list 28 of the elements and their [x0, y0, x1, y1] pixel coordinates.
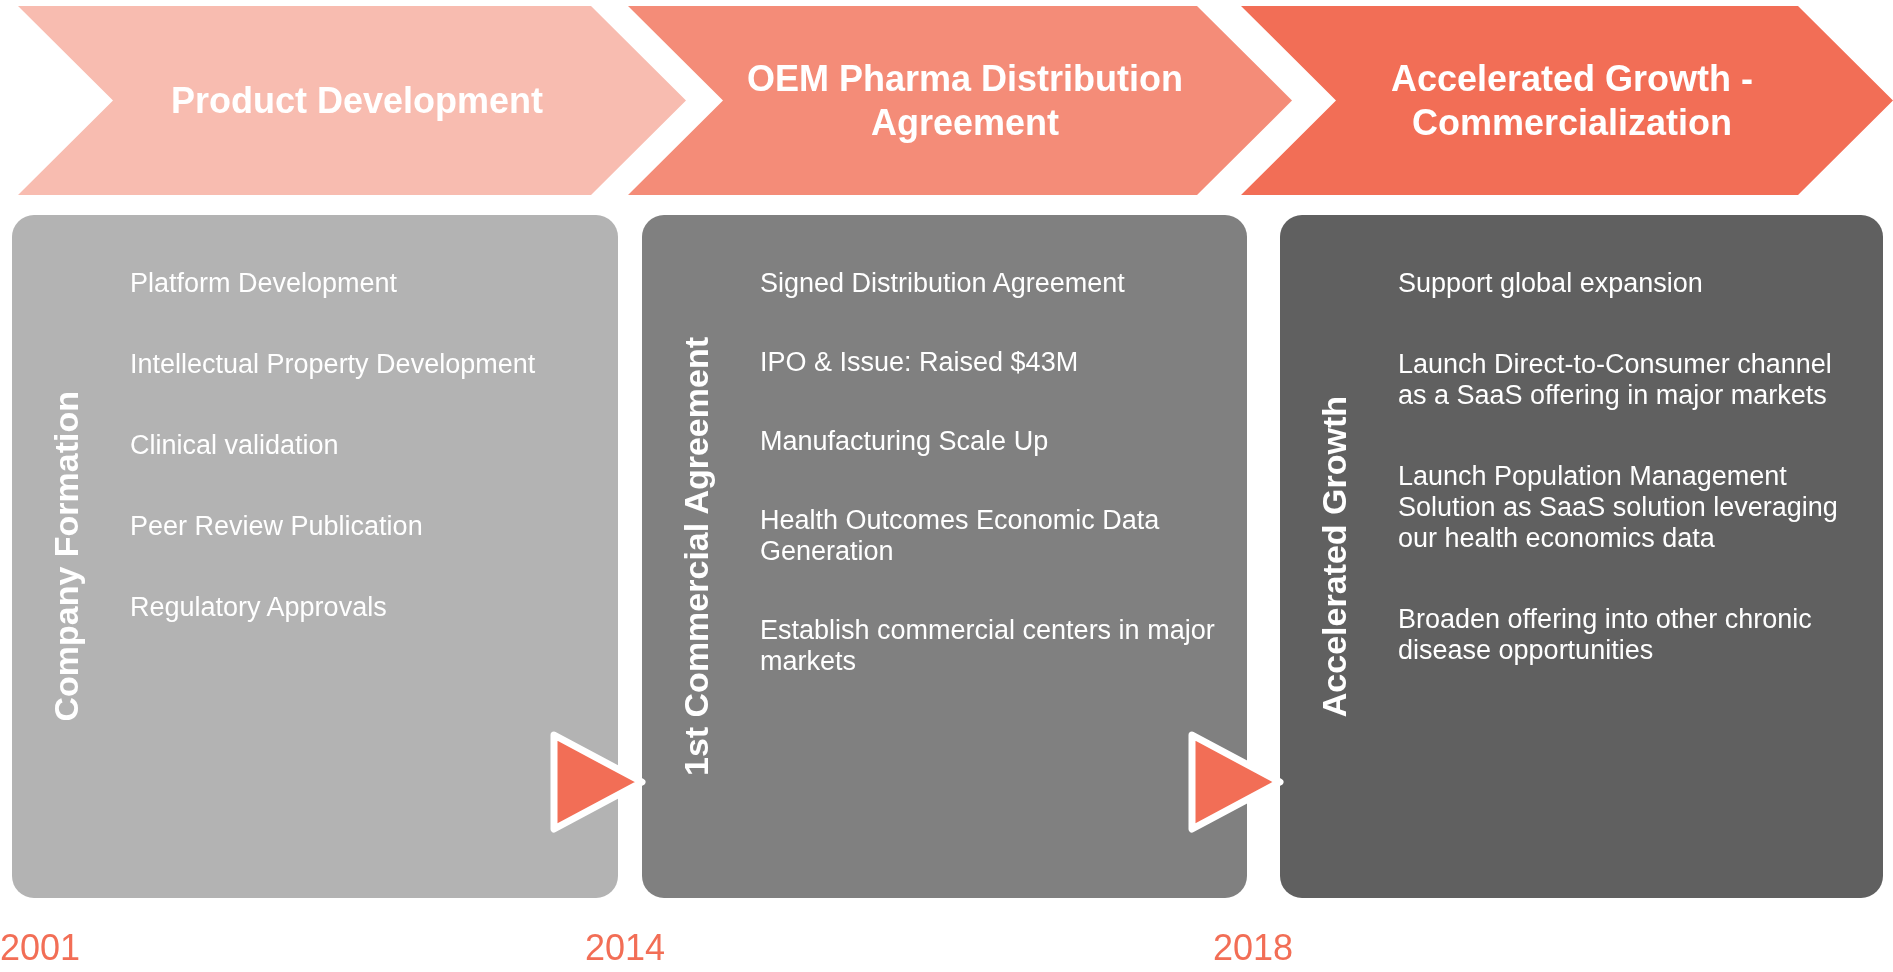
milestone-text: Clinical validation [130, 430, 340, 462]
milestone-text: Intellectual Property Development [130, 349, 537, 381]
milestone-text: Manufacturing Scale Up [760, 426, 1050, 458]
milestone-text: IPO & Issue: Raised $43M [760, 347, 1080, 379]
milestone-text: Broaden offering into other chronic disease opportunities [1398, 604, 1813, 667]
milestone-text: Launch Direct-to-Consumer channel as a SaaS offering in major markets [1398, 349, 1833, 412]
year-label: 2001 [0, 930, 81, 966]
arrow [1188, 731, 1284, 833]
milestone-panel [642, 215, 1247, 898]
year-label: 2014 [585, 930, 666, 966]
milestone-text: Health Outcomes Economic Data Generation [760, 505, 1161, 568]
arrow [550, 731, 646, 833]
year-label: 2018 [1213, 930, 1294, 966]
milestone-panel [12, 215, 618, 898]
milestone-text: Establish commercial centers in major markets [760, 615, 1216, 678]
milestone-panel [1280, 215, 1883, 898]
phase-title: Accelerated Growth - Commercialization [1389, 57, 1755, 144]
phase-title: Product Development [170, 78, 544, 123]
phase-title: OEM Pharma Distribution Agreement [745, 57, 1184, 144]
milestone-text: Launch Population Management Solution as SaaS solution leveraging our health economics data [1398, 461, 1839, 555]
milestone-text: Support global expansion [1398, 268, 1704, 300]
panel-heading: 1st Commercial Agreement [678, 337, 716, 776]
milestone-text: Signed Distribution Agreement [760, 268, 1126, 300]
panel-heading: Company Formation [48, 391, 86, 722]
milestone-text: Peer Review Publication [130, 511, 424, 543]
milestone-text: Regulatory Approvals [130, 592, 388, 624]
panel-heading: Accelerated Growth [1316, 395, 1354, 718]
milestone-text: Platform Development [130, 268, 399, 300]
